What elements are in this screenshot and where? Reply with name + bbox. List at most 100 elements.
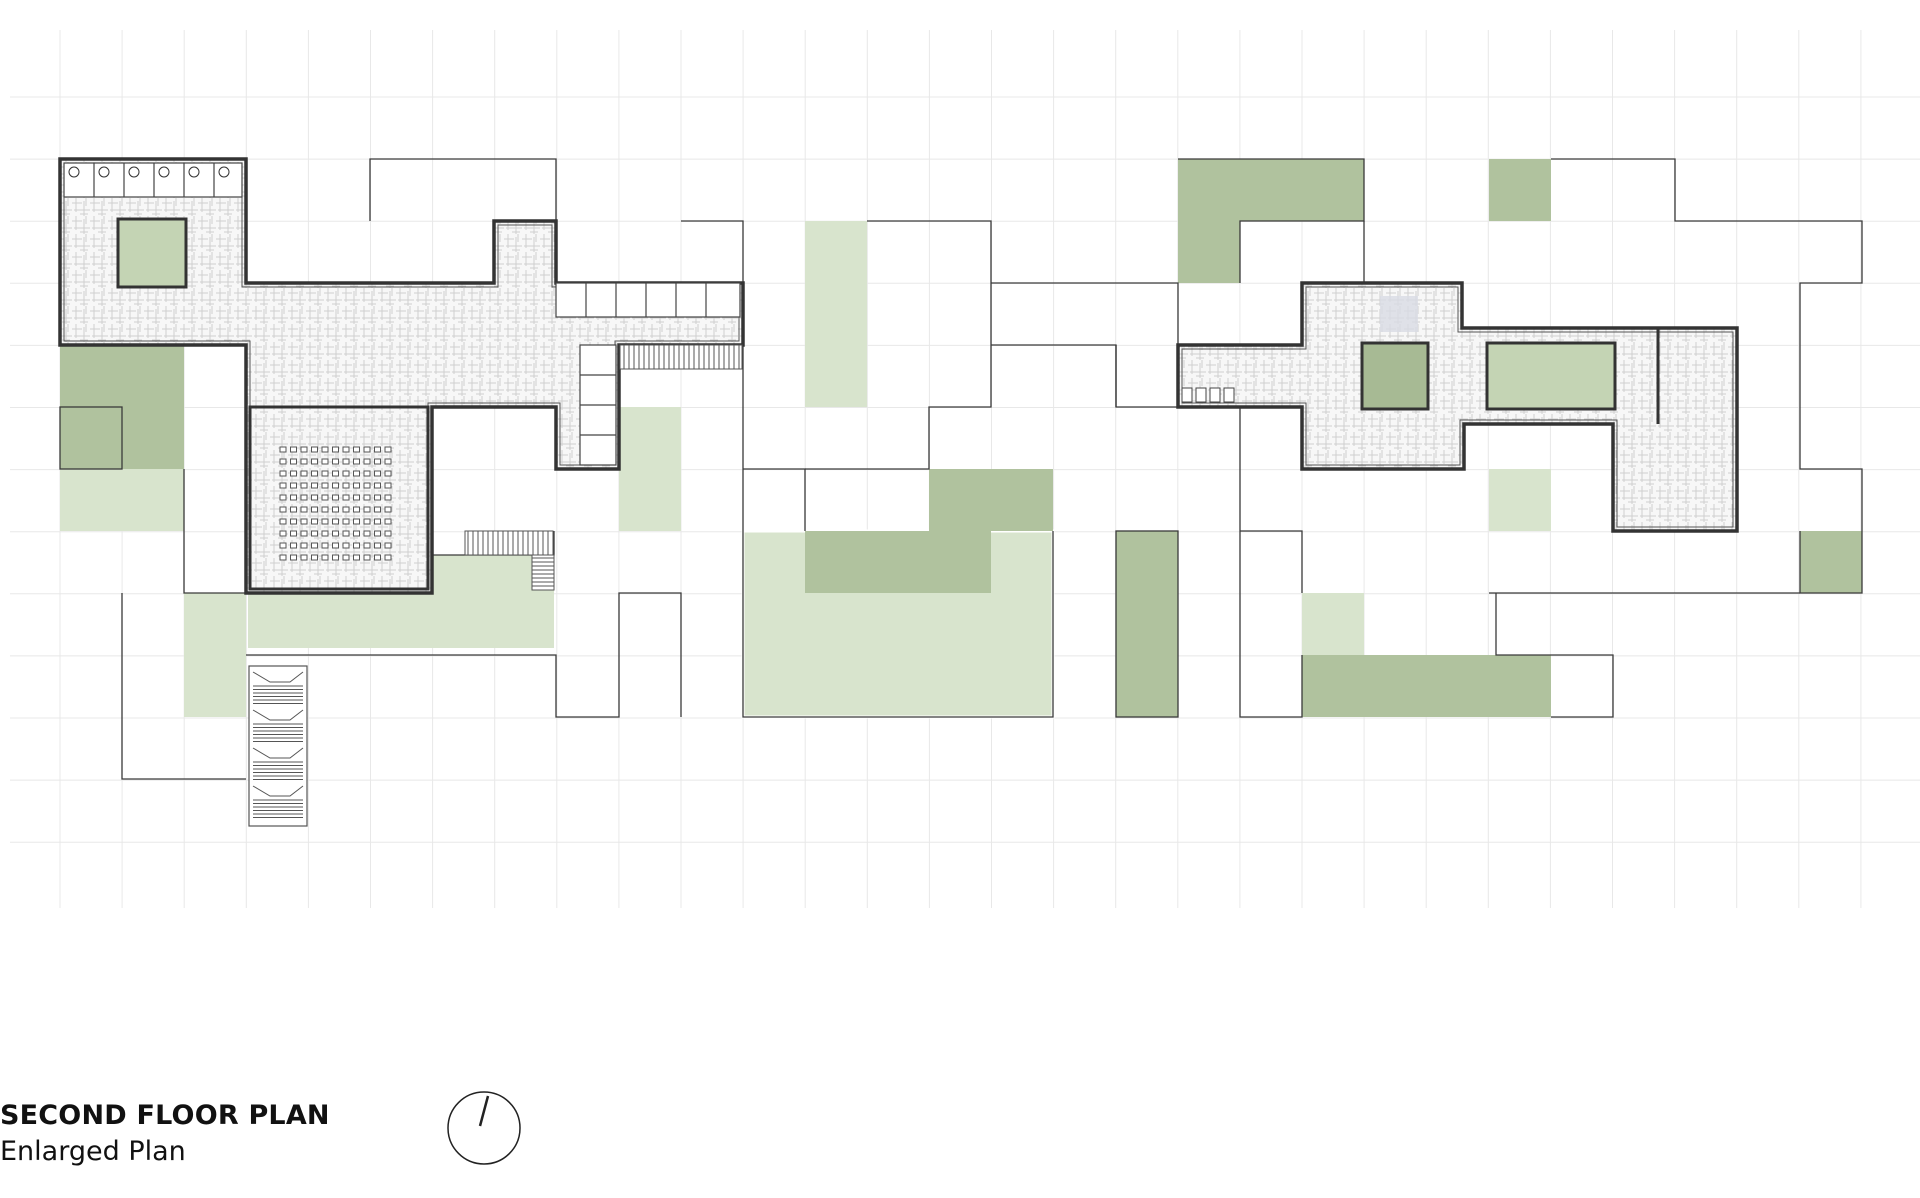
courtyard (1485, 341, 1617, 411)
seating-dot-icon (311, 530, 318, 537)
seating-dot-icon (321, 458, 329, 465)
seating-dot-icon (374, 470, 381, 477)
seating-dot-icon (290, 506, 297, 513)
seating-dot-icon (279, 470, 287, 477)
seating-dot-icon (374, 518, 381, 525)
seating-dot-icon (332, 494, 339, 501)
seating-dot-icon (311, 542, 318, 549)
seating-dot-icon (384, 554, 392, 561)
seating-dot-icon (311, 482, 318, 489)
seating-dot-icon (374, 542, 381, 549)
seating-dot-icon (290, 494, 297, 501)
seating-dot-icon (374, 494, 381, 501)
green-court (60, 469, 184, 531)
seating-dot-icon (353, 470, 360, 477)
green-court (1489, 469, 1551, 531)
seating-dot-icon (300, 506, 308, 513)
seating-dot-icon (332, 470, 339, 477)
seating-dot-icon (342, 518, 350, 525)
floor-plate (60, 159, 743, 593)
seating-dot-icon (374, 482, 381, 489)
seating-dot-icon (384, 458, 392, 465)
seating-dot-icon (342, 530, 350, 537)
green-court (1302, 593, 1364, 655)
courtyard (116, 217, 188, 289)
seating-dot-icon (332, 530, 339, 537)
seating-dot-icon (363, 518, 371, 525)
seating-dot-icon (363, 530, 371, 537)
plan-title: SECOND FLOOR PLAN (0, 1100, 330, 1131)
seating-dot-icon (363, 470, 371, 477)
seating-dot-icon (374, 506, 381, 513)
seating-dot-icon (353, 482, 360, 489)
seating-dot-icon (374, 446, 381, 453)
seating-dot-icon (321, 530, 329, 537)
seating-dot-icon (342, 494, 350, 501)
seating-dot-icon (279, 506, 287, 513)
green-court (1489, 159, 1551, 221)
seating-dot-icon (332, 506, 339, 513)
seating-dot-icon (363, 542, 371, 549)
seating-dot-icon (290, 530, 297, 537)
seating-dot-icon (332, 542, 339, 549)
seating-dot-icon (300, 482, 308, 489)
green-court (929, 469, 1053, 531)
right-building (1176, 281, 1739, 533)
seating-dot-icon (332, 482, 339, 489)
seating-dot-icon (363, 554, 371, 561)
toilet-row (63, 162, 243, 198)
seating-dot-icon (321, 542, 329, 549)
seating-dot-icon (279, 482, 287, 489)
seating-dot-icon (332, 518, 339, 525)
seating-dot-icon (374, 458, 381, 465)
seating-dot-icon (384, 482, 392, 489)
seating-dot-icon (342, 446, 350, 453)
seating-dot-icon (363, 482, 371, 489)
seating-dot-icon (342, 482, 350, 489)
courtyard (1360, 341, 1430, 411)
seating-dot-icon (290, 446, 297, 453)
seating-dot-icon (363, 494, 371, 501)
seating-dot-icon (311, 506, 318, 513)
green-court (1116, 531, 1178, 717)
seating-dot-icon (279, 554, 287, 561)
seating-dot-icon (363, 446, 371, 453)
seating-dot-icon (353, 458, 360, 465)
toilet-fixture-icon (68, 166, 230, 178)
green-court (805, 221, 867, 407)
seating-dot-icon (384, 542, 392, 549)
seating-dot-icon (311, 470, 318, 477)
stair-flight (252, 747, 304, 759)
seating-dot-icon (321, 494, 329, 501)
seating-dot-icon (384, 494, 392, 501)
seating-dot-icon (353, 542, 360, 549)
seating-dot-icon (353, 530, 360, 537)
seating-dot-icon (300, 530, 308, 537)
seating-dot-icon (384, 530, 392, 537)
seating-dot-icon (363, 506, 371, 513)
seating-dot-icon (353, 506, 360, 513)
seating-dot-icon (300, 554, 308, 561)
seating-dot-icon (290, 542, 297, 549)
seating-dot-icon (279, 518, 287, 525)
left-building (58, 157, 745, 827)
green-court (1178, 159, 1364, 221)
seating-dot-icon (321, 470, 329, 477)
seating-dot-icon (332, 554, 339, 561)
seating-dot-icon (321, 446, 329, 453)
green-court (1302, 655, 1551, 717)
seating-dot-icon (311, 494, 318, 501)
seating-dot-icon (279, 446, 287, 453)
seating-dot-icon (374, 554, 381, 561)
seating-dot-icon (290, 554, 297, 561)
seating-dot-icon (279, 494, 287, 501)
seating-dot-icon (290, 518, 297, 525)
seating-dot-icon (374, 530, 381, 537)
seating-dot-icon (353, 518, 360, 525)
seating-dot-icon (321, 482, 329, 489)
seating-dot-icon (300, 518, 308, 525)
seating-dot-icon (353, 446, 360, 453)
seating-dot-icon (300, 494, 308, 501)
seating-dot-icon (279, 458, 287, 465)
